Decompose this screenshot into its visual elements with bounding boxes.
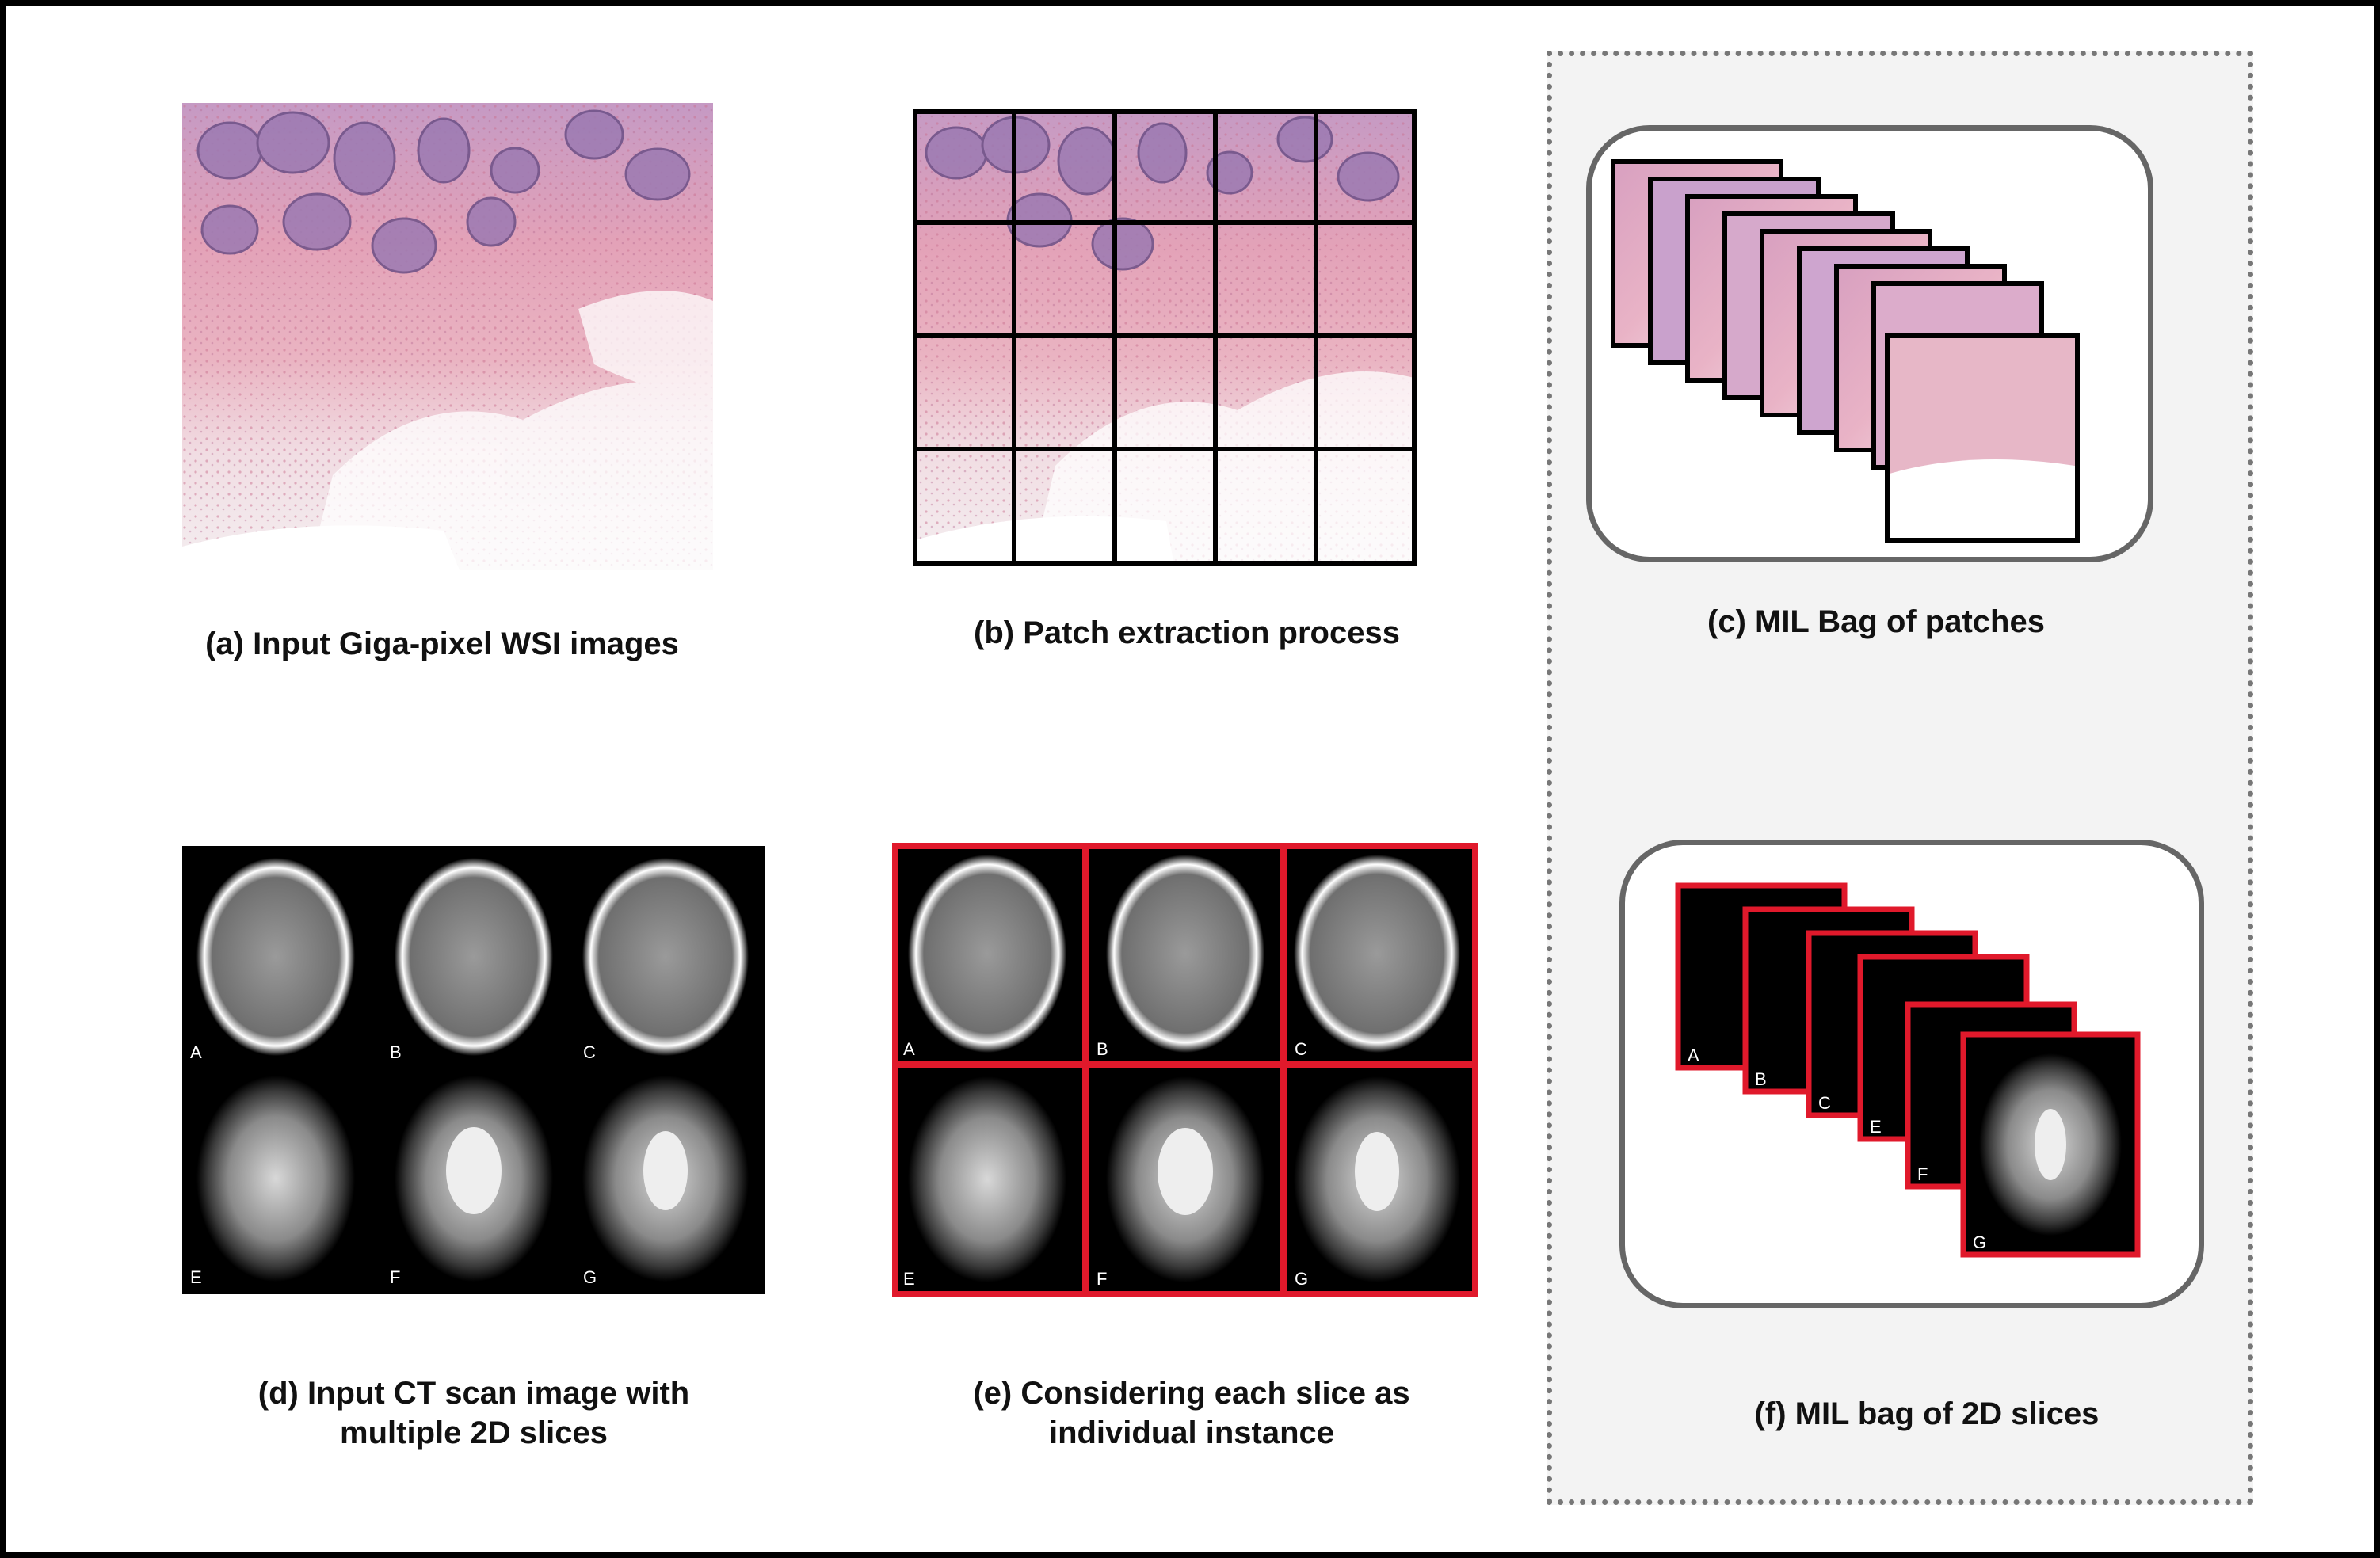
mri-slice-label: F — [390, 1267, 400, 1287]
caption-e-line1: (e) Considering each slice as — [973, 1376, 1410, 1411]
mri-slice-label: G — [583, 1267, 597, 1287]
caption-c: (c) MIL Bag of patches — [1707, 604, 2045, 639]
instance-slice-label: A — [903, 1039, 915, 1059]
ct-scan-grid: A B C E F G — [182, 846, 765, 1294]
instance-slice-label: B — [1097, 1039, 1108, 1059]
instance-slice-label: G — [1295, 1269, 1308, 1289]
bag-slice-label: B — [1755, 1069, 1767, 1089]
bag-slice-label: G — [1973, 1232, 1986, 1252]
bag-slice-label: A — [1688, 1046, 1699, 1065]
caption-e-line2: individual instance — [1048, 1415, 1335, 1450]
ct-slice-label: C — [583, 1042, 596, 1062]
instance-slice-label: C — [1295, 1039, 1307, 1059]
ct-slice-label: A — [190, 1042, 202, 1062]
caption-d-line1: (d) Input CT scan image with — [257, 1376, 690, 1411]
slice-instances-grid: A B C E F G — [892, 843, 1478, 1297]
mri-slice-label: E — [190, 1267, 202, 1287]
wsi-image — [182, 103, 713, 570]
caption-f: (f) MIL bag of 2D slices — [1754, 1396, 2100, 1431]
ct-slice-label: B — [390, 1042, 402, 1062]
caption-e: (e) Considering each slice as individual… — [875, 1373, 1508, 1453]
caption-b: (b) Patch extraction process — [974, 615, 1400, 650]
instance-slice-label: E — [903, 1269, 915, 1289]
caption-d: (d) Input CT scan image with multiple 2D… — [157, 1373, 791, 1453]
bag-slice-label: C — [1818, 1093, 1831, 1113]
caption-a: (a) Input Giga-pixel WSI images — [205, 627, 679, 661]
caption-d-line2: multiple 2D slices — [340, 1415, 608, 1450]
instance-slice-label: F — [1097, 1269, 1107, 1289]
patch-grid-image — [913, 109, 1417, 566]
slice-stack: A B C E F G — [1675, 882, 2141, 1258]
bag-slice-label: E — [1870, 1117, 1882, 1137]
bag-slice-label: F — [1917, 1164, 1928, 1184]
patch-stack — [1611, 159, 2080, 543]
